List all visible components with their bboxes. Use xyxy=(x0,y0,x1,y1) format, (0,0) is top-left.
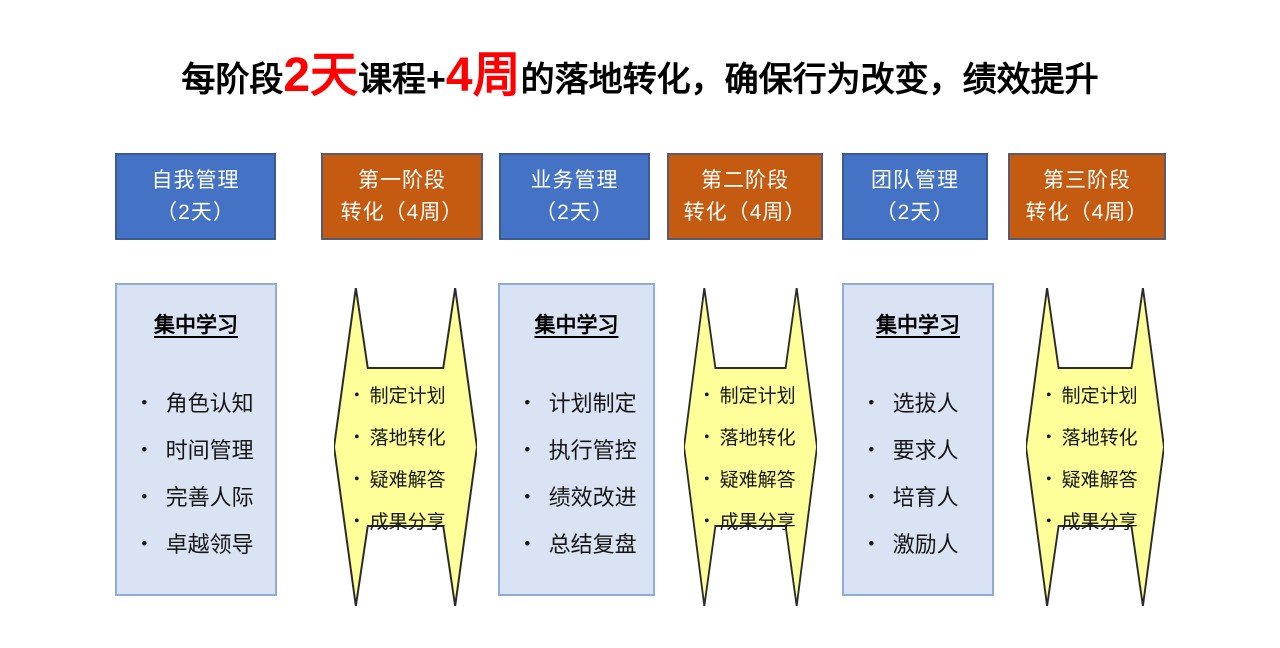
stage-header-line: 第三阶段 xyxy=(1043,168,1131,192)
stage-header-transfer-1: 第一阶段 转化（4周） xyxy=(321,153,483,240)
study-item: 卓越领导 xyxy=(141,522,275,569)
transfer-item: 成果分享 xyxy=(354,502,473,544)
transfer-item: 疑难解答 xyxy=(704,460,813,502)
study-item-list: 角色认知 时间管理 完善人际 卓越领导 xyxy=(117,339,275,569)
stage-header-line: 自我管理 xyxy=(151,168,240,192)
transfer-item: 疑难解答 xyxy=(1046,460,1160,502)
transfer-item-list: 制定计划 落地转化 疑难解答 成果分享 xyxy=(1046,376,1160,544)
study-item-list: 计划制定 执行管控 绩效改进 总结复盘 xyxy=(500,339,653,569)
transfer-item: 制定计划 xyxy=(1046,376,1160,418)
stage-header-self-management: 自我管理 （2天） xyxy=(115,153,276,240)
study-item: 激励人 xyxy=(868,522,992,569)
study-item: 培育人 xyxy=(868,475,992,522)
transfer-item: 制定计划 xyxy=(354,376,473,418)
study-item: 角色认知 xyxy=(141,381,275,428)
title-segment: 课程+ xyxy=(358,61,446,99)
stage-header-line: 第一阶段 xyxy=(358,168,446,192)
title-highlight-days: 2天 xyxy=(283,49,359,102)
stage-header-line: 业务管理 xyxy=(530,168,619,192)
transfer-item: 成果分享 xyxy=(704,502,813,544)
stage-header-team-management: 团队管理 （2天） xyxy=(842,153,988,240)
study-item: 要求人 xyxy=(868,428,992,475)
page-title: 每阶段2天课程+4周的落地转化，确保行为改变，绩效提升 xyxy=(0,44,1280,119)
stage-header-line: 转化（4周） xyxy=(1025,200,1149,224)
study-item: 时间管理 xyxy=(141,428,275,475)
study-item: 完善人际 xyxy=(141,475,275,522)
stage-header-transfer-2: 第二阶段 转化（4周） xyxy=(667,153,823,240)
study-item: 总结复盘 xyxy=(524,522,653,569)
stage-header-line: 团队管理 xyxy=(871,168,959,192)
transfer-item-list: 制定计划 落地转化 疑难解答 成果分享 xyxy=(354,376,473,544)
study-box-title: 集中学习 xyxy=(876,313,960,337)
study-box-title: 集中学习 xyxy=(154,313,238,337)
stage-header-transfer-3: 第三阶段 转化（4周） xyxy=(1008,153,1166,240)
study-item: 执行管控 xyxy=(524,428,653,475)
transfer-item: 落地转化 xyxy=(704,418,813,460)
stage-header-line: （2天） xyxy=(535,200,614,224)
stage-header-line: （2天） xyxy=(875,200,955,224)
study-box-business-management: 集中学习 计划制定 执行管控 绩效改进 总结复盘 xyxy=(498,283,655,596)
study-item-list: 选拔人 要求人 培育人 激励人 xyxy=(844,339,992,569)
study-box-title: 集中学习 xyxy=(534,313,619,337)
transfer-item: 疑难解答 xyxy=(354,460,473,502)
stage-header-line: 转化（4周） xyxy=(683,200,807,224)
transfer-shape-2: 制定计划 落地转化 疑难解答 成果分享 xyxy=(684,288,817,606)
study-item: 绩效改进 xyxy=(524,475,653,522)
transfer-shape-3: 制定计划 落地转化 疑难解答 成果分享 xyxy=(1026,288,1164,606)
transfer-item: 落地转化 xyxy=(1046,418,1160,460)
transfer-item: 制定计划 xyxy=(704,376,813,418)
study-item: 选拔人 xyxy=(868,381,992,428)
study-box-team-management: 集中学习 选拔人 要求人 培育人 激励人 xyxy=(842,283,994,596)
stage-header-business-management: 业务管理 （2天） xyxy=(499,153,650,240)
stage-header-line: （2天） xyxy=(156,200,235,224)
transfer-item: 落地转化 xyxy=(354,418,473,460)
transfer-shape-1: 制定计划 落地转化 疑难解答 成果分享 xyxy=(334,288,477,606)
transfer-item: 成果分享 xyxy=(1046,502,1160,544)
transfer-item-list: 制定计划 落地转化 疑难解答 成果分享 xyxy=(704,376,813,544)
study-box-self-management: 集中学习 角色认知 时间管理 完善人际 卓越领导 xyxy=(115,283,277,596)
stage-header-line: 第二阶段 xyxy=(701,168,789,192)
title-highlight-weeks: 4周 xyxy=(445,49,521,102)
stage-header-line: 转化（4周） xyxy=(340,200,464,224)
title-segment: 的落地转化，确保行为改变，绩效提升 xyxy=(520,61,1099,99)
study-item: 计划制定 xyxy=(524,381,653,428)
title-segment: 每阶段 xyxy=(181,61,284,99)
